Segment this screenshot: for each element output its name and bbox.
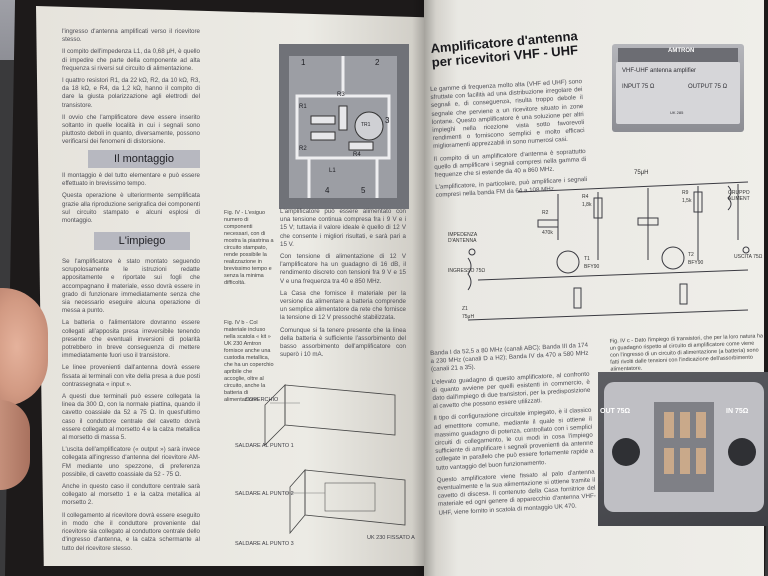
schematic-drawing	[467, 181, 750, 321]
device-top	[618, 48, 738, 64]
paragraph: La batteria o l'alimentatore dovranno es…	[62, 319, 200, 360]
pcb-label: 5	[361, 186, 366, 195]
paragraph: A questi due terminali può essere colleg…	[62, 393, 200, 442]
device-label: UK 285	[670, 110, 684, 115]
right-lower-text-column: Banda I da 52,5 a 80 MHz (canali ABC); B…	[430, 342, 597, 522]
pcb-photo: OUT 75Ω IN 75Ω	[598, 372, 768, 526]
amplifier-photo: AMTRON VHF-UHF antenna amplifier INPUT 7…	[612, 44, 744, 132]
intro-text-column: l'ingresso d'antenna amplificati verso i…	[62, 28, 200, 151]
figure-caption: Fig. IV - L'esiguo numero di componenti …	[224, 210, 274, 286]
circuit-schematic: 75μH R4 1,8k R9 1,5k R2 470k IMPEDENZA D…	[448, 170, 766, 348]
paragraph: l'ingresso d'antenna amplificati verso i…	[62, 28, 200, 44]
schematic-label: 75μH	[634, 170, 649, 176]
schematic-label: BFY90	[584, 264, 600, 270]
paragraph: Le linee provenienti dall'antenna dovrà …	[62, 364, 200, 388]
paragraph: Il tipo di configurazione circuitale imp…	[433, 407, 594, 472]
photo-components	[612, 402, 756, 492]
paragraph: Anche in questo caso il conduttore centr…	[62, 483, 200, 507]
paragraph: L'elevato guadagno di questo amplificato…	[431, 370, 591, 411]
paragraph: Comunque si fa tenere presente che la li…	[280, 326, 406, 359]
hand-finger	[0, 400, 30, 490]
pcb-label: R4	[353, 152, 361, 158]
schematic-label: USCITA 75Ω	[734, 254, 763, 260]
pcb-board: 1 2 3 4 5 R1 R2 R3 R4 TR1 L1	[289, 56, 397, 198]
pcb-label: L1	[329, 168, 336, 174]
schematic-label: Z1	[462, 306, 468, 312]
sketch-label: SALDARE AL PUNTO 1	[235, 443, 294, 449]
schematic-label: GRUPPO ALIMENT	[728, 190, 750, 202]
pcb-label: R2	[299, 146, 307, 152]
device-label: OUTPUT 75 Ω	[688, 84, 728, 90]
impiego-text-column: Se l'amplificatore è stato montato segue…	[62, 258, 200, 557]
assembly-sketch: COPERCHIO SALDARE AL PUNTO 1 SALDARE AL …	[235, 375, 415, 555]
device-face: AMTRON VHF-UHF antenna amplifier INPUT 7…	[616, 48, 740, 124]
device-label: VHF-UHF antenna amplifier	[622, 68, 697, 74]
photo-label: OUT 75Ω	[600, 408, 631, 415]
schematic-label: T1	[584, 256, 590, 262]
device-brand: AMTRON	[668, 48, 695, 54]
schematic-label: INGRESSO 75Ω	[448, 268, 486, 274]
paragraph: Il compito dell'impedenza L1, da 0,68 μH…	[62, 48, 200, 72]
schematic-label: 1,5k	[682, 198, 692, 204]
paragraph: L'amplificatore può essere alimentato co…	[280, 208, 406, 248]
section-heading-montaggio: Il montaggio	[88, 150, 200, 168]
pcb-label: R1	[299, 104, 307, 110]
schematic-label: R2	[542, 210, 549, 216]
paragraph: I quattro resistori R1, da 22 kΩ, R2, da…	[62, 77, 200, 109]
paragraph: Questo amplificatore viene fissato al pa…	[436, 468, 597, 517]
schematic-label: T2	[688, 252, 694, 258]
pcb-traces	[295, 56, 391, 198]
device-label: INPUT 75 Ω	[622, 84, 655, 90]
paragraph: Il montaggio è del tutto elementare e pu…	[62, 172, 200, 188]
schematic-label: IMPEDENZA D'ANTENNA	[448, 232, 477, 244]
paragraph: Questa operazione è ulteriormente sempli…	[62, 192, 200, 225]
paragraph: Il collegamento al ricevitore dovrà esse…	[62, 511, 200, 552]
pcb-label: 4	[325, 186, 330, 195]
figure-caption: Fig. IV b - Col materiale incluso nella …	[224, 320, 274, 403]
schematic-label: R9	[682, 190, 689, 196]
hand-finger	[0, 288, 48, 406]
pcb-label: R3	[337, 92, 345, 98]
montaggio-text-column: Il montaggio è del tutto elementare e pu…	[62, 172, 200, 229]
section-heading-impiego: L'impiego	[94, 232, 190, 250]
sketch-label: UK 230 FISSATO A	[367, 535, 415, 541]
pcb-label: 1	[301, 58, 306, 67]
pcb-label: TR1	[361, 122, 371, 128]
middle-text-column: L'amplificatore può essere alimentato co…	[280, 208, 406, 363]
schematic-label: R4	[582, 194, 589, 200]
paragraph: La Casa che fornisce il materiale per la…	[280, 289, 406, 322]
sketch-label: SALDARE AL PUNTO 2	[235, 491, 294, 497]
pcb-label: 2	[375, 58, 380, 67]
schematic-label: 1,8k	[582, 202, 592, 208]
schematic-label: BFY90	[688, 260, 704, 266]
paragraph: Con tensione di alimentazione di 12 V l'…	[280, 253, 406, 285]
paragraph: Se l'amplificatore è stato montato segue…	[62, 258, 200, 315]
pcb-label: 3	[385, 116, 390, 125]
assembly-drawing	[264, 384, 406, 535]
pcb-figure: 1 2 3 4 5 R1 R2 R3 R4 TR1 L1	[279, 44, 409, 209]
sketch-label: SALDARE AL PUNTO 3	[235, 541, 294, 547]
paragraph: Il ovvio che l'amplificatore deve essere…	[62, 113, 200, 146]
schematic-label: 470k	[542, 230, 553, 236]
paragraph: Le gamme di frequenza molto alta (VHF ed…	[430, 78, 585, 151]
schematic-label: 75μH	[462, 314, 475, 320]
paragraph: L'uscita dell'amplificatore (« output »)…	[62, 446, 200, 478]
figure-caption: Fig. IV c - Dato l'impiego di transistor…	[609, 333, 764, 373]
book-gutter	[412, 0, 436, 576]
sketch-label: COPERCHIO	[245, 397, 279, 403]
photo-label: IN 75Ω	[726, 408, 749, 415]
photo-board	[604, 382, 764, 512]
